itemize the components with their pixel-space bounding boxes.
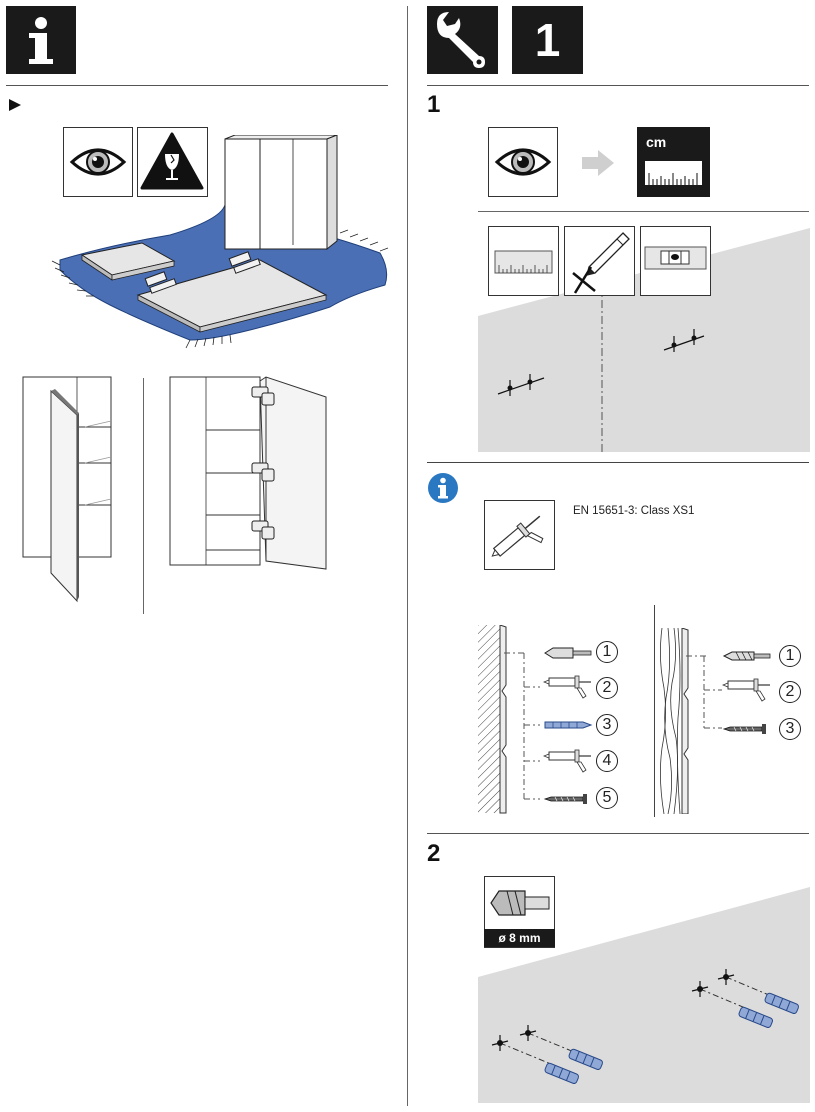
wrench-tile bbox=[427, 6, 498, 74]
note-info-marker bbox=[427, 472, 459, 504]
step2-number: 2 bbox=[427, 840, 441, 867]
screw-icon bbox=[543, 794, 587, 804]
step1-inspect-box bbox=[488, 127, 558, 197]
eye-icon bbox=[69, 148, 127, 176]
step2-rule bbox=[427, 833, 809, 834]
eye-icon bbox=[494, 148, 552, 176]
caulking-gun-icon bbox=[722, 678, 770, 702]
ruler-icon bbox=[494, 250, 553, 274]
masonry-caulk-1 bbox=[543, 674, 593, 700]
masonry-screw bbox=[543, 793, 593, 805]
wood-screw bbox=[722, 723, 772, 735]
wood-drill-bit bbox=[722, 649, 772, 663]
spirit-level-box bbox=[640, 226, 711, 296]
drill-diameter-label: ø 8 mm bbox=[484, 929, 555, 947]
drill-bit-icon bbox=[490, 890, 550, 916]
unpacking-illustration bbox=[50, 135, 395, 350]
wood-step-1: 1 bbox=[779, 645, 801, 667]
caulking-gun-icon bbox=[543, 675, 591, 699]
spirit-level-icon bbox=[644, 246, 707, 270]
drill-bit-icon bbox=[544, 647, 592, 659]
pencil-mark-box bbox=[564, 226, 635, 296]
masonry-wall-illustration bbox=[478, 625, 628, 815]
ruler-box bbox=[488, 226, 559, 296]
step1-arrow bbox=[580, 148, 616, 178]
pencil-mark-icon bbox=[572, 232, 630, 294]
wood-caulk bbox=[722, 677, 772, 703]
sealant-spec-text: EN 15651-3: Class XS1 bbox=[573, 505, 695, 517]
sequence-divider bbox=[654, 605, 655, 817]
caulking-gun-icon bbox=[543, 749, 591, 773]
step2-wall-illustration bbox=[478, 885, 810, 1103]
measure-cm-icon bbox=[645, 161, 702, 185]
wall-marking-illustration bbox=[478, 224, 810, 452]
step-badge-tile: 1 bbox=[512, 6, 583, 74]
info-i-icon bbox=[29, 17, 53, 64]
masonry-wall-plug bbox=[543, 718, 593, 732]
door-left-illustration bbox=[15, 375, 120, 605]
masonry-caulk-2 bbox=[543, 748, 593, 774]
info-header-rule bbox=[6, 85, 388, 86]
wood-step-2: 2 bbox=[779, 681, 801, 703]
info-tile bbox=[6, 6, 76, 74]
screw-icon bbox=[722, 724, 766, 734]
arrow-right-icon bbox=[582, 150, 614, 176]
drill-bit-icon bbox=[722, 651, 771, 661]
step-badge: 1 bbox=[534, 14, 561, 66]
caulking-gun-icon bbox=[491, 515, 544, 557]
step1-number: 1 bbox=[427, 91, 441, 118]
fragile-icon-box bbox=[137, 127, 208, 197]
play-triangle-icon bbox=[9, 99, 21, 111]
bullet-marker bbox=[8, 98, 22, 112]
masonry-step-2: 2 bbox=[596, 677, 618, 699]
wrench-icon bbox=[437, 12, 485, 68]
wood-wall-illustration bbox=[656, 628, 726, 814]
step2-drill-box: ø 8 mm bbox=[484, 876, 555, 948]
note-rule bbox=[427, 462, 809, 463]
step1-sub-rule bbox=[478, 211, 809, 212]
masonry-drill-bit bbox=[543, 646, 593, 660]
wall-plug-icon bbox=[544, 721, 593, 729]
measure-tile: cm bbox=[637, 127, 710, 197]
column-divider bbox=[407, 6, 408, 1106]
masonry-step-5: 5 bbox=[596, 787, 618, 809]
door-divider bbox=[143, 378, 144, 614]
wood-step-3: 3 bbox=[779, 718, 801, 740]
masonry-step-4: 4 bbox=[596, 750, 618, 772]
fragile-glass-icon bbox=[140, 132, 204, 190]
masonry-step-3: 3 bbox=[596, 714, 618, 736]
info-circle-icon bbox=[428, 473, 458, 503]
door-right-illustration bbox=[166, 375, 331, 575]
mounting-header-rule bbox=[427, 85, 809, 86]
sealant-gun-box bbox=[484, 500, 555, 570]
inspect-icon-box bbox=[63, 127, 133, 197]
masonry-step-1: 1 bbox=[596, 641, 618, 663]
measure-cm-label: cm bbox=[646, 134, 667, 150]
